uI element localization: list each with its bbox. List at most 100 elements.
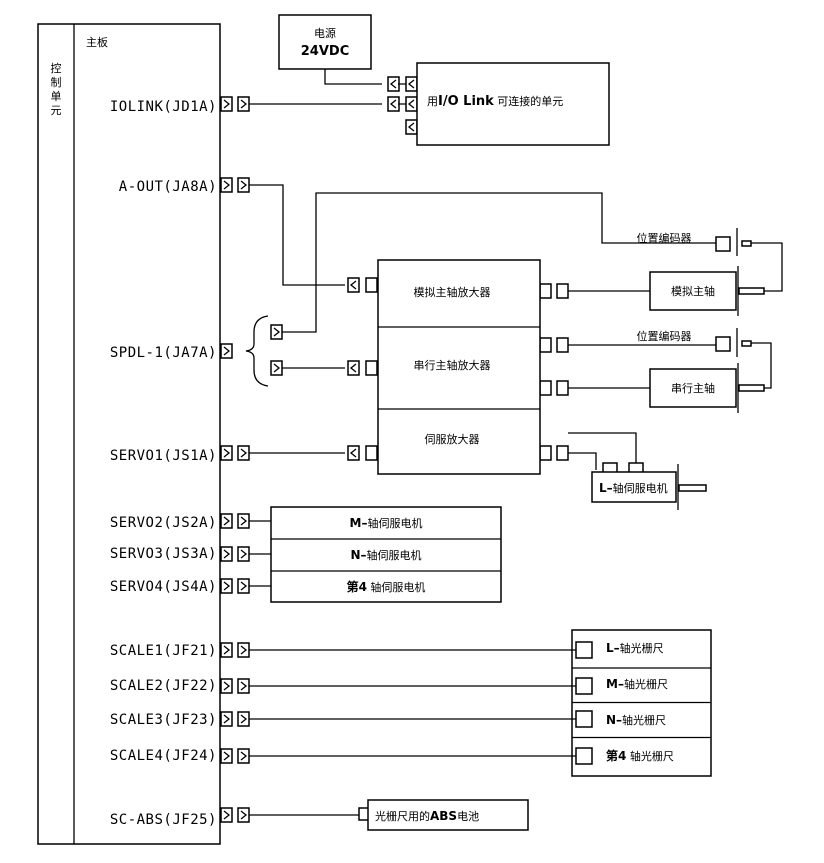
cable-plug-11 xyxy=(237,807,250,823)
io-unit-port-3 xyxy=(405,119,418,135)
m-axis-motor-label: M–轴伺服电机 xyxy=(350,516,423,530)
encoder-1-icon xyxy=(715,228,752,256)
scale-rows xyxy=(249,641,711,765)
l-axis-scale-label: L–轴光栅尺 xyxy=(606,641,664,655)
serial-spindle-label: 串行主轴 xyxy=(671,381,715,395)
cable-plug-9 xyxy=(237,711,250,727)
amp-output-plug-2 xyxy=(556,337,569,353)
board-connector-8 xyxy=(220,642,233,658)
port-label-scale2: SCALE2(JF22) xyxy=(110,678,217,694)
board-connector-11 xyxy=(220,748,233,764)
cable-plug-6 xyxy=(237,578,250,594)
encoder-label-1: 位置编码器 xyxy=(637,231,692,245)
scale-connector-1 xyxy=(575,641,593,659)
servo-motor-table xyxy=(270,506,502,603)
spdl-encoder-cable xyxy=(282,192,716,333)
control-unit-char-3: 单 xyxy=(51,90,62,103)
cable-plug-4 xyxy=(237,513,250,529)
board-connector-6 xyxy=(220,546,233,562)
port-label-servo2: SERVO2(JS2A) xyxy=(110,515,217,531)
cable-plug-3 xyxy=(237,445,250,461)
port-label-spdl1: SPDL-1(JA7A) xyxy=(110,345,217,361)
port-label-servo4: SERVO4(JS4A) xyxy=(110,579,217,595)
servo-table-cables xyxy=(249,520,271,587)
amp-output-port-2 xyxy=(539,337,552,353)
m-axis-scale-label: M–轴光栅尺 xyxy=(606,677,668,691)
amp-output-port-1 xyxy=(539,283,552,299)
io-link-unit-box xyxy=(416,62,610,146)
analog-spindle-label: 模拟主轴 xyxy=(671,284,715,298)
port-label-iolink: IOLINK(JD1A) xyxy=(110,99,217,115)
amp-output-port-3 xyxy=(539,380,552,396)
amp-input-port-2 xyxy=(365,360,378,376)
port-label-sc-abs: SC-ABS(JF25) xyxy=(110,812,217,828)
spdl-plug-upper xyxy=(270,324,283,340)
port-label-servo1: SERVO1(JS1A) xyxy=(110,448,217,464)
l-motor-label: L–轴伺服电机 xyxy=(599,481,668,495)
scale-connector-4 xyxy=(575,747,593,765)
amp-output-plug-1 xyxy=(556,283,569,299)
encoder-label-2: 位置编码器 xyxy=(637,329,692,343)
serial-spindle-shaft xyxy=(738,384,765,392)
io-unit-port-1 xyxy=(405,76,418,92)
encoder-1-coupling xyxy=(751,242,783,292)
a-out-cable xyxy=(249,184,345,286)
amplifier-block xyxy=(377,259,541,475)
amp-output-plug-3 xyxy=(556,380,569,396)
battery-box xyxy=(367,799,529,831)
spdl-brace xyxy=(245,315,269,387)
board-connector-4 xyxy=(220,445,233,461)
scale-connector-2 xyxy=(575,677,593,695)
scale-connector-3 xyxy=(575,710,593,728)
amp-input-plug-3 xyxy=(347,445,360,461)
analog-spindle-box xyxy=(649,271,737,311)
board-connector-7 xyxy=(220,578,233,594)
control-unit-box xyxy=(37,23,221,845)
amp-output-plug-4 xyxy=(556,445,569,461)
port-label-scale4: SCALE4(JF24) xyxy=(110,748,217,764)
amp-input-port-1 xyxy=(365,277,378,293)
board-connector-12 xyxy=(220,807,233,823)
cable-plug-8 xyxy=(237,678,250,694)
cable-plug-7 xyxy=(237,642,250,658)
cable-plug-5 xyxy=(237,546,250,562)
connector-glyphs xyxy=(220,76,569,823)
board-connector-2 xyxy=(220,177,233,193)
board-connector-5 xyxy=(220,513,233,529)
io-unit-plug-power xyxy=(387,76,400,92)
spdl-plug-lower xyxy=(270,360,283,376)
port-label-scale3: SCALE3(JF23) xyxy=(110,712,217,728)
servo-amp-label: 伺服放大器 xyxy=(425,432,480,446)
cable-plug-10 xyxy=(237,748,250,764)
main-board-label: 主板 xyxy=(86,35,108,49)
io-link-unit-label: 用I/O Link 可连接的单元 xyxy=(427,94,563,109)
power-supply-voltage: 24VDC xyxy=(301,44,349,59)
control-unit-char-2: 制 xyxy=(51,76,62,89)
cable-plug-2 xyxy=(237,177,250,193)
4th-axis-scale-label: 第4 轴光栅尺 xyxy=(606,748,674,763)
l-motor-cable xyxy=(568,432,637,470)
port-label-a-out: A-OUT(JA8A) xyxy=(119,179,217,195)
serial-amp-label: 串行主轴放大器 xyxy=(414,358,491,372)
control-unit-char-1: 控 xyxy=(51,61,62,75)
battery-label: 光栅尺用的ABS电池 xyxy=(375,809,479,823)
control-unit-char-4: 元 xyxy=(51,104,62,117)
port-labels: IOLINK(JD1A) A-OUT(JA8A) SPDL-1(JA7A) SE… xyxy=(110,99,217,828)
analog-spindle-shaft xyxy=(738,287,765,295)
l-motor-box xyxy=(591,471,677,503)
analog-amp-label: 模拟主轴放大器 xyxy=(414,285,491,299)
l-motor-shaft xyxy=(678,484,707,492)
board-connector-3 xyxy=(220,343,233,359)
amp-input-plug-1 xyxy=(347,277,360,293)
cable-plug-1 xyxy=(237,96,250,112)
serial-spindle-box xyxy=(649,368,737,408)
power-supply-line1: 电源 xyxy=(314,26,336,40)
board-connector-9 xyxy=(220,678,233,694)
board-connector-10 xyxy=(220,711,233,727)
power-cable xyxy=(324,69,406,85)
encoder-2-coupling xyxy=(751,342,772,389)
power-supply-box xyxy=(278,14,372,70)
amp-input-plug-2 xyxy=(347,360,360,376)
amp-output-port-4 xyxy=(539,445,552,461)
